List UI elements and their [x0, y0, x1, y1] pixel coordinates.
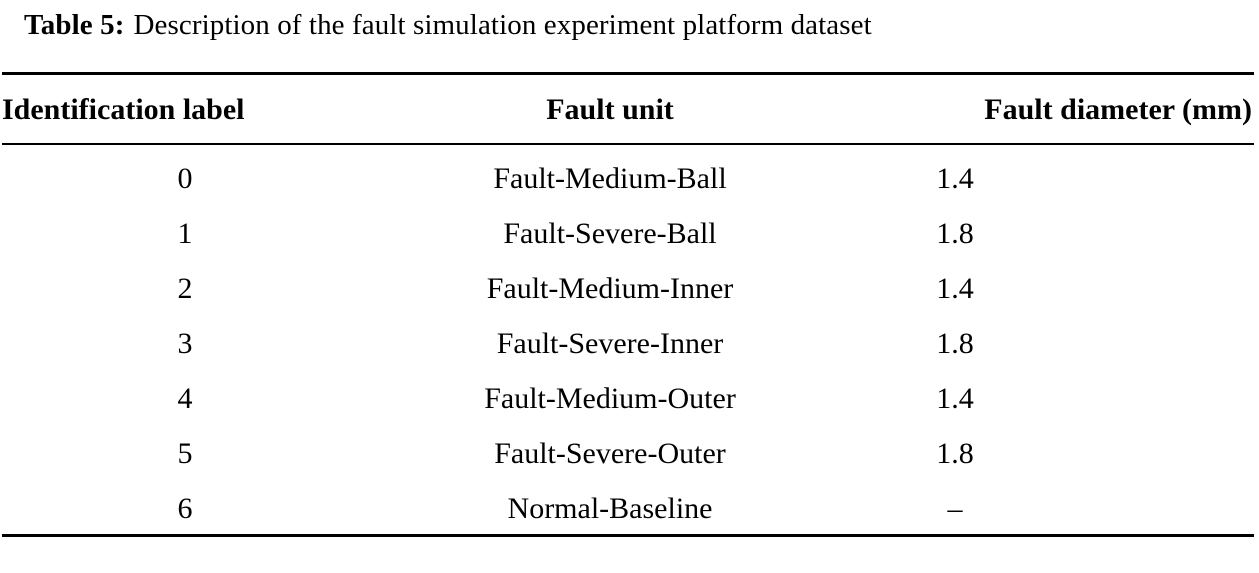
table-row: 0 Fault-Medium-Ball 1.4: [2, 145, 1254, 206]
cell-fault-unit: Fault-Severe-Inner: [496, 327, 724, 360]
column-header-fault-unit: Fault unit: [546, 93, 674, 126]
table-row: 1 Fault-Severe-Ball 1.8: [2, 206, 1254, 261]
cell-identification-label: 0: [177, 162, 193, 195]
cell-identification-label: 1: [177, 217, 193, 250]
dataset-description-table-body: 0 Fault-Medium-Ball 1.4 1 Fault-Severe-B…: [2, 145, 1254, 533]
cell-fault-diameter: 1.4: [936, 272, 974, 305]
table-row: 2 Fault-Medium-Inner 1.4: [2, 261, 1254, 316]
table-row: 5 Fault-Severe-Outer 1.8: [2, 426, 1254, 481]
caption-label: Table 5:: [24, 9, 125, 41]
table-header-row: Identification label Fault unit Fault di…: [2, 75, 1254, 143]
cell-fault-diameter: 1.8: [936, 217, 974, 250]
cell-fault-diameter: 1.8: [936, 327, 974, 360]
table-row: 3 Fault-Severe-Inner 1.8: [2, 316, 1254, 371]
table-body: 0 Fault-Medium-Ball 1.4 1 Fault-Severe-B…: [2, 145, 1254, 533]
cell-fault-diameter: 1.4: [936, 162, 974, 195]
cell-fault-unit: Fault-Severe-Outer: [494, 437, 726, 470]
table-top-rule: [2, 72, 1254, 75]
table-caption: Table 5:Description of the fault simulat…: [24, 5, 1239, 45]
cell-fault-unit: Fault-Medium-Ball: [493, 162, 727, 195]
column-header-fault-diameter: Fault diameter (mm): [984, 93, 1252, 126]
cell-fault-unit: Fault-Medium-Inner: [486, 272, 734, 305]
cell-fault-unit: Fault-Severe-Ball: [503, 217, 717, 250]
table-container: Identification label Fault unit Fault di…: [2, 72, 1254, 537]
table-header: Identification label Fault unit Fault di…: [2, 75, 1254, 143]
cell-fault-diameter: 1.4: [936, 382, 974, 415]
caption-text: Description of the fault simulation expe…: [133, 9, 872, 41]
table-row: 6 Normal-Baseline –: [2, 481, 1254, 533]
cell-identification-label: 5: [177, 437, 193, 470]
dataset-description-table: Identification label Fault unit Fault di…: [2, 75, 1254, 143]
column-header-identification-label: Identification label: [2, 93, 245, 126]
cell-fault-unit: Normal-Baseline: [507, 492, 713, 525]
cell-fault-diameter: 1.8: [936, 437, 974, 470]
cell-identification-label: 3: [177, 327, 193, 360]
table-row: 4 Fault-Medium-Outer 1.4: [2, 371, 1254, 426]
cell-identification-label: 4: [177, 382, 193, 415]
cell-fault-unit: Fault-Medium-Outer: [484, 382, 736, 415]
cell-fault-diameter: –: [947, 492, 963, 525]
cell-identification-label: 2: [177, 272, 193, 305]
table-mid-rule: [2, 143, 1254, 145]
table-bottom-rule: [2, 534, 1254, 537]
cell-identification-label: 6: [177, 492, 193, 525]
